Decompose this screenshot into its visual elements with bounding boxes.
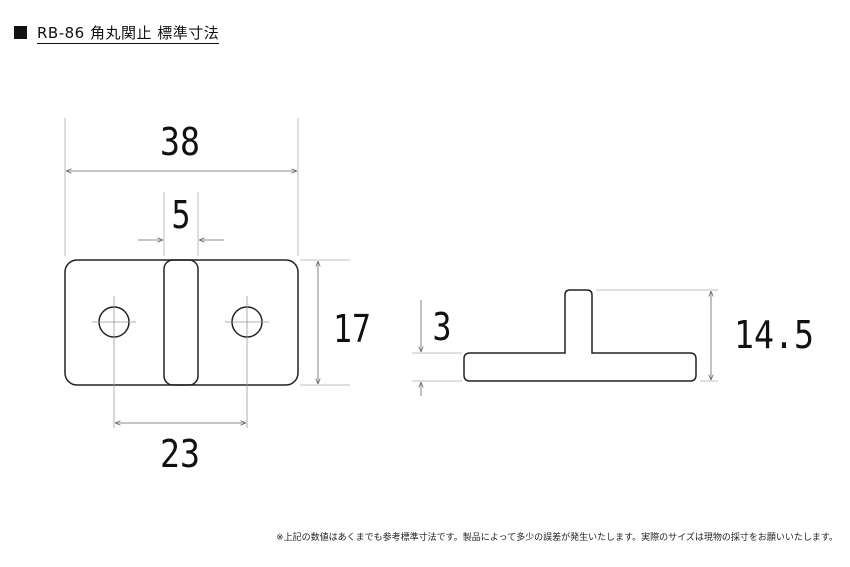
dim-total-height-label: 14.5 [734, 313, 814, 357]
dim-slot-width-label: 5 [172, 193, 191, 237]
dimension-height: 17 [300, 259, 371, 386]
plate-outline [64, 259, 299, 386]
dimension-overall-width: 38 [64, 118, 299, 256]
dimension-slot-width: 5 [138, 192, 224, 256]
dim-plate-thickness-label: 3 [433, 305, 452, 349]
page-title: RB-86 角丸関止 標準寸法 [14, 22, 220, 44]
dimension-hole-spacing: 23 [115, 423, 246, 476]
side-view [463, 289, 697, 382]
t-profile-outline [463, 289, 697, 382]
dim-hole-spacing-label: 23 [160, 432, 200, 476]
center-slot [163, 259, 199, 386]
dim-height-label: 17 [333, 307, 371, 351]
dimension-plate-thickness: 3 [412, 300, 462, 396]
front-view [64, 259, 299, 428]
square-bullet-icon [14, 26, 27, 39]
dimension-total-height: 14.5 [596, 289, 814, 382]
footnote: ※上記の数値はあくまでも参考標準寸法です。製品によって多少の誤差が発生いたします… [276, 533, 838, 543]
dim-overall-width-label: 38 [160, 120, 200, 164]
